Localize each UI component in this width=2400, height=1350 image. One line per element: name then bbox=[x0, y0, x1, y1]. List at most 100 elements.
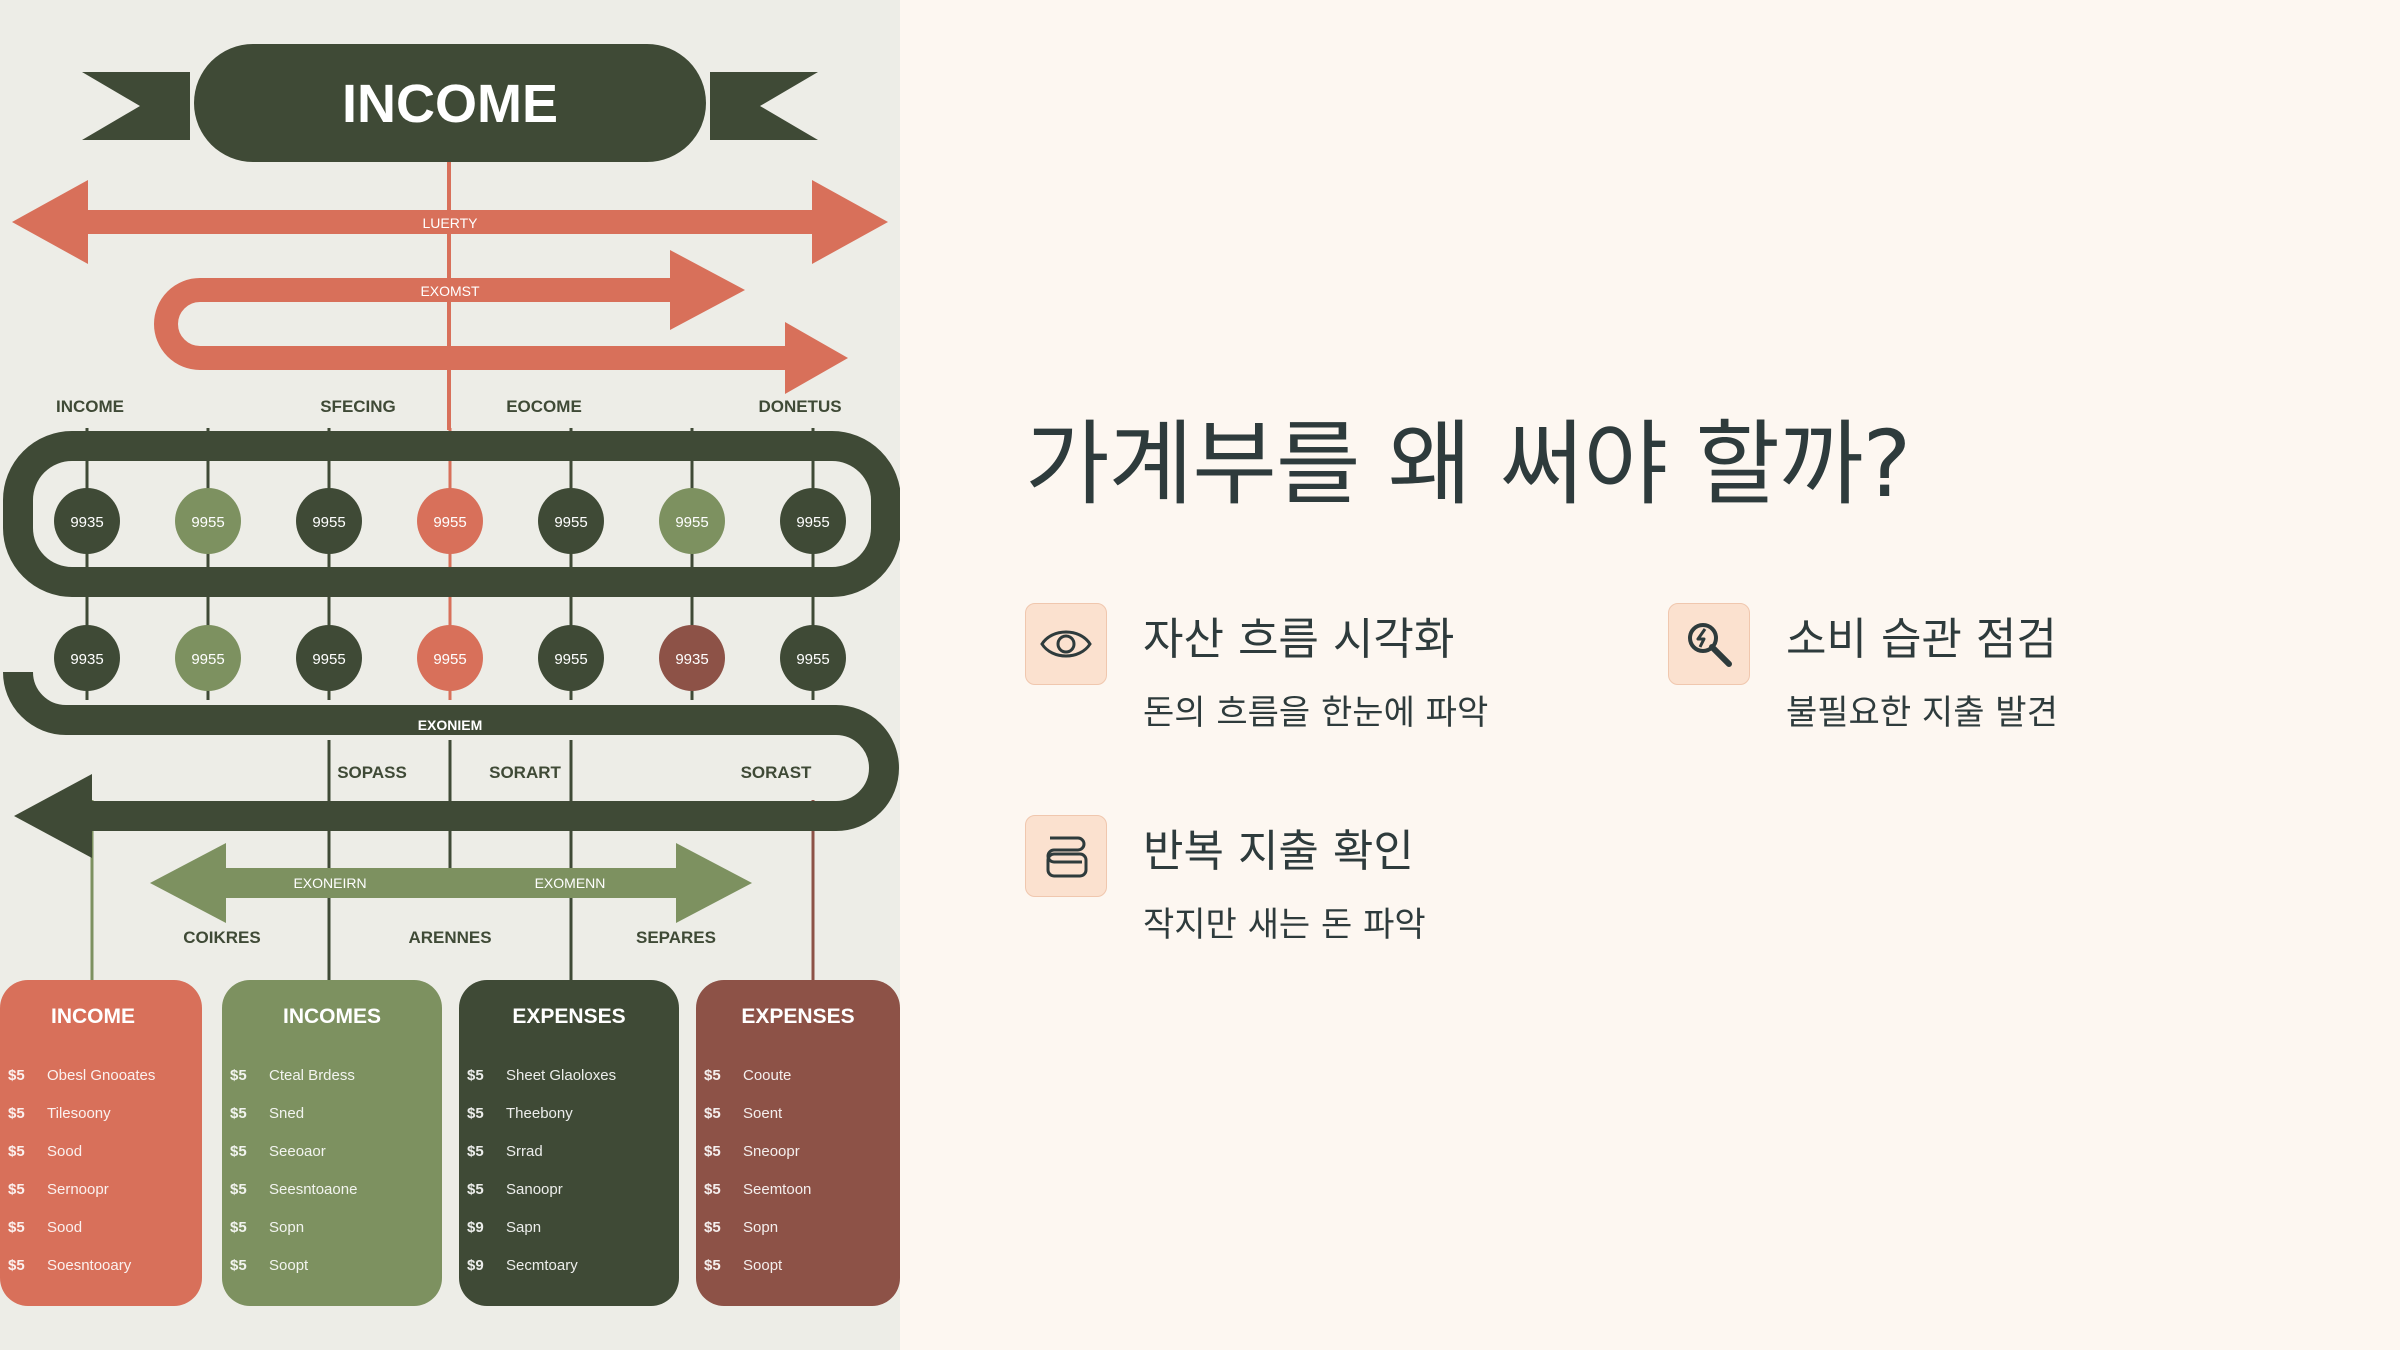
card-row-label: Sopn bbox=[743, 1219, 778, 1236]
card-row-amount: $5 bbox=[467, 1181, 484, 1198]
card-row-amount: $5 bbox=[704, 1219, 721, 1236]
card-row-label: Sheet Glaoloxes bbox=[506, 1067, 616, 1084]
card-title: EXPENSES bbox=[512, 1005, 625, 1028]
card-row-label: Sood bbox=[47, 1143, 82, 1160]
value-node-label: 9955 bbox=[554, 651, 587, 668]
top-label-2: EOCOME bbox=[506, 397, 582, 416]
card-row-label: Sapn bbox=[506, 1219, 541, 1236]
card-row-label: Soopt bbox=[743, 1257, 783, 1274]
green-arrow-right-head bbox=[676, 843, 752, 923]
card-row-amount: $5 bbox=[230, 1143, 247, 1160]
value-node bbox=[296, 625, 362, 691]
feature-title: 반복 지출 확인 bbox=[1143, 826, 1414, 877]
card-row-amount: $5 bbox=[8, 1219, 25, 1236]
card-row-amount: $5 bbox=[8, 1181, 25, 1198]
banner-ribbon-right bbox=[710, 72, 818, 140]
top-label-3: DONETUS bbox=[758, 397, 841, 416]
card-row-amount: $9 bbox=[467, 1257, 484, 1274]
card-row-amount: $5 bbox=[704, 1105, 721, 1122]
feature-desc: 작지만 새는 돈 파악 bbox=[1143, 905, 1426, 945]
infographic-illustration: INCOME LUERTY EXOMST INCOME SFECING EOCO… bbox=[0, 0, 900, 1350]
value-node-label: 9955 bbox=[554, 514, 587, 531]
category-card bbox=[459, 980, 679, 1306]
double-arrow-left-head bbox=[12, 180, 88, 264]
card-row-label: Sopn bbox=[269, 1219, 304, 1236]
card-row-amount: $5 bbox=[704, 1257, 721, 1274]
green-arrow-left-head bbox=[150, 843, 226, 923]
card-row-label: Sneoopr bbox=[743, 1143, 800, 1160]
arrow-label-2: EXOMST bbox=[420, 283, 480, 299]
top-label-0: INCOME bbox=[56, 397, 124, 416]
green-arrow-label-1: EXOMENN bbox=[535, 875, 606, 891]
card-row-amount: $5 bbox=[230, 1181, 247, 1198]
magnifier-icon bbox=[1668, 603, 1750, 685]
mid-track-label: EXONIEM bbox=[418, 717, 483, 733]
card-row-amount: $9 bbox=[467, 1219, 484, 1236]
feature-spending-habits: 소비 습관 점검 불필요한 지출 발견 bbox=[1668, 603, 2268, 743]
card-row-amount: $5 bbox=[8, 1143, 25, 1160]
card-row-amount: $5 bbox=[704, 1067, 721, 1084]
card-row-label: Srrad bbox=[506, 1143, 543, 1160]
value-node-label: 9955 bbox=[433, 514, 466, 531]
value-node bbox=[538, 625, 604, 691]
card-row-label: Seemtoon bbox=[743, 1181, 811, 1198]
card-row-amount: $5 bbox=[467, 1105, 484, 1122]
branch-label-0: SOPASS bbox=[337, 763, 407, 782]
value-node-label: 9955 bbox=[433, 651, 466, 668]
value-node bbox=[175, 625, 241, 691]
value-node-label: 9955 bbox=[191, 651, 224, 668]
category-card bbox=[222, 980, 442, 1306]
banner-pill bbox=[194, 44, 706, 162]
card-title: EXPENSES bbox=[741, 1005, 854, 1028]
card-title: INCOMES bbox=[283, 1005, 381, 1028]
card-row-label: Tilesoony bbox=[47, 1105, 111, 1122]
value-node-label: 9935 bbox=[70, 651, 103, 668]
card-row-label: Seesntoaone bbox=[269, 1181, 357, 1198]
card-row-amount: $5 bbox=[8, 1257, 25, 1274]
serpentine-track bbox=[3, 671, 899, 831]
lower-label-1: ARENNES bbox=[408, 928, 491, 947]
value-node-label: 9955 bbox=[675, 514, 708, 531]
card-row-label: Sernoopr bbox=[47, 1181, 109, 1198]
uturn-arrow-head-bottom bbox=[785, 322, 848, 394]
category-card bbox=[696, 980, 900, 1306]
card-row-label: Cooute bbox=[743, 1067, 791, 1084]
card-row-label: Seeoaor bbox=[269, 1143, 326, 1160]
loop-track-1 bbox=[3, 431, 900, 597]
value-node-label: 9955 bbox=[796, 651, 829, 668]
feature-title: 소비 습관 점검 bbox=[1786, 614, 2057, 665]
card-row-label: Cteal Brdess bbox=[269, 1067, 355, 1084]
card-row-amount: $5 bbox=[8, 1067, 25, 1084]
repeat-box-icon bbox=[1025, 815, 1107, 897]
value-node bbox=[54, 488, 120, 554]
feature-recurring-expenses: 반복 지출 확인 작지만 새는 돈 파악 bbox=[1025, 815, 1625, 955]
green-arrow-label-0: EXONEIRN bbox=[293, 875, 366, 891]
card-row-amount: $5 bbox=[704, 1143, 721, 1160]
slide-title: 가계부를 왜 써야 할까? bbox=[1025, 411, 1911, 518]
feature-desc: 돈의 흐름을 한눈에 파악 bbox=[1143, 693, 1489, 733]
green-arrow-bar bbox=[208, 868, 708, 898]
card-row-amount: $5 bbox=[467, 1067, 484, 1084]
value-node bbox=[417, 625, 483, 691]
value-node bbox=[659, 625, 725, 691]
card-row-label: Sned bbox=[269, 1105, 304, 1122]
value-node bbox=[538, 488, 604, 554]
card-row-label: Soesntooary bbox=[47, 1257, 132, 1274]
banner-title: INCOME bbox=[342, 74, 558, 134]
card-row-amount: $5 bbox=[230, 1105, 247, 1122]
value-node bbox=[780, 625, 846, 691]
value-node-label: 9955 bbox=[191, 514, 224, 531]
branch-label-2: SORAST bbox=[741, 763, 812, 782]
card-row-label: Secmtoary bbox=[506, 1257, 578, 1274]
banner-ribbon-left bbox=[82, 72, 190, 140]
value-node-label: 9935 bbox=[70, 514, 103, 531]
serpentine-arrow-head bbox=[14, 774, 92, 858]
card-title: INCOME bbox=[51, 1005, 135, 1028]
card-row-label: Theebony bbox=[506, 1105, 573, 1122]
card-row-amount: $5 bbox=[230, 1219, 247, 1236]
card-row-label: Sood bbox=[47, 1219, 82, 1236]
value-node-label: 9955 bbox=[796, 514, 829, 531]
card-row-amount: $5 bbox=[8, 1105, 25, 1122]
